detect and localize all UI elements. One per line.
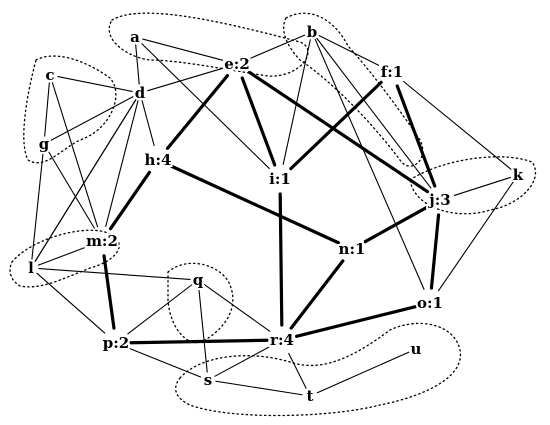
edge-g-l (31, 151, 44, 261)
edge-a-d (135, 44, 140, 86)
edge-o-r-bold (294, 305, 418, 338)
edge-m-p-bold (102, 254, 116, 330)
edge-b-f (318, 35, 380, 66)
node-d: d (135, 84, 146, 102)
edge-l-m (37, 245, 89, 266)
edge-e-h-bold (165, 73, 230, 151)
edge-q-r (203, 284, 271, 332)
node-s: s (204, 371, 212, 389)
edge-q-s (198, 287, 208, 373)
edge-d-h (141, 100, 155, 147)
edge-c-d (57, 76, 133, 92)
cluster-outlines (9, 12, 537, 417)
edge-f-j-bold (395, 84, 437, 188)
node-l: l (28, 259, 34, 277)
edge-e-j-bold (247, 70, 430, 194)
node-u: u (411, 340, 422, 358)
node-i: i:1 (269, 170, 291, 188)
edge-j-o-bold (429, 213, 441, 290)
edge-k-o (437, 181, 515, 292)
cluster-outline (175, 322, 462, 417)
node-q: q (193, 271, 204, 289)
graph-edges (31, 34, 515, 396)
cluster-outline (283, 12, 424, 167)
edge-b-o (314, 38, 425, 290)
edge-a-e (142, 38, 224, 61)
node-b: b (307, 23, 318, 41)
edge-p-r-bold (129, 338, 269, 345)
edge-h-m-bold (108, 170, 152, 231)
node-j: j:3 (427, 191, 450, 209)
node-a: a (130, 28, 140, 46)
edge-l-d (34, 99, 137, 262)
edge-l-p (36, 272, 106, 334)
node-p: p:2 (103, 334, 129, 352)
graph-node-labels: a b c d e:2 f:1 g h:4 i:1 j:3 k l m:2 n:1 o:1 p:2 q r:4 s t… (26, 21, 526, 407)
cluster-outline (23, 55, 117, 164)
edge-c-m (51, 82, 99, 228)
edge-d-m (105, 100, 139, 228)
node-m: m:2 (86, 232, 118, 250)
node-c: c (45, 66, 54, 84)
edge-i-r-bold (278, 192, 284, 327)
edge-k-j (453, 176, 511, 196)
edge-q-p (127, 284, 193, 335)
edge-d-e (147, 67, 224, 92)
edge-a-i (140, 42, 270, 170)
node-e: e:2 (224, 55, 250, 73)
edge-b-i (282, 39, 311, 165)
edge-r-t (288, 352, 307, 390)
edge-s-r (214, 346, 270, 377)
edge-s-t (215, 380, 303, 396)
edge-e-i-bold (240, 76, 277, 167)
cluster-outline (108, 12, 309, 77)
node-o: o:1 (417, 294, 443, 312)
node-n: n:1 (339, 240, 366, 258)
edge-c-g (44, 82, 50, 137)
edge-g-m (47, 150, 95, 229)
edge-b-j (316, 37, 432, 189)
edge-d-g (50, 96, 134, 141)
node-h: h:4 (145, 151, 172, 169)
edge-j-n-bold (363, 205, 429, 244)
node-k: k (513, 166, 524, 184)
edge-l-q (38, 268, 191, 280)
edge-b-e (250, 34, 306, 59)
node-t: t (307, 387, 314, 405)
node-g: g (39, 135, 50, 153)
edge-f-i-bold (289, 80, 383, 171)
node-r: r:4 (270, 331, 294, 349)
edge-p-s (129, 348, 202, 378)
edge-t-u (316, 351, 410, 394)
edge-f-k (403, 80, 513, 171)
node-f: f:1 (381, 63, 403, 81)
edge-n-r-bold (289, 259, 345, 330)
cluster-outline (9, 229, 120, 288)
cluster-outline (167, 262, 234, 344)
edge-h-n-bold (170, 164, 340, 245)
